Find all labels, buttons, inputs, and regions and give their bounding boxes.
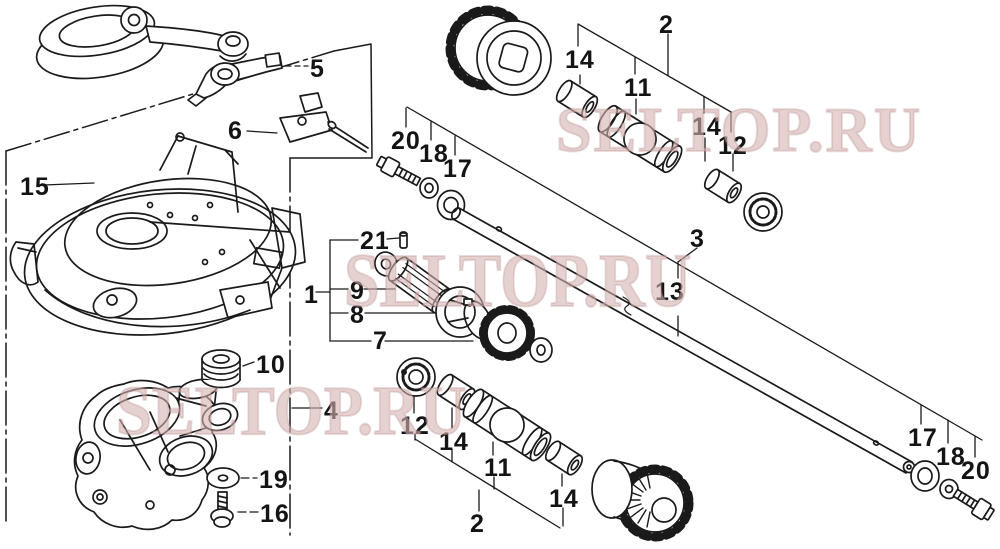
pulley-arm-art: [35, 4, 249, 80]
part-callout-2-15: 2: [659, 11, 674, 39]
gear-7-art: [479, 305, 553, 363]
bushing-14-bottom-right-art: [544, 440, 584, 476]
bushing-10-art: [201, 349, 241, 389]
part-callout-15-2: 15: [20, 173, 50, 201]
part-callout-14-25: 14: [549, 485, 579, 513]
bushing-14-top-right-art: [703, 168, 743, 204]
washer-21-group-art: [374, 231, 408, 277]
bell-crank-art: [187, 52, 283, 107]
part-callout-11-24: 11: [484, 454, 513, 482]
part-callout-12-22: 12: [400, 412, 430, 440]
part-callout-17-27: 17: [908, 424, 938, 452]
coupling-11-bottom-art: [462, 388, 552, 462]
bolt-20-bottom-art: [952, 488, 995, 521]
seal-17-bottom-art: [910, 460, 940, 492]
left-leaders: [43, 65, 323, 513]
part-callout-17-14: 17: [443, 155, 473, 183]
cap-12-top-art: [743, 192, 783, 232]
part-callout-8-6: 8: [350, 301, 365, 329]
part-callout-4-9: 4: [324, 397, 339, 425]
part-callout-12-19: 12: [718, 132, 748, 160]
part-callout-14-16: 14: [565, 46, 595, 74]
part-callout-21-4: 21: [360, 227, 390, 255]
part-callout-3-20: 3: [690, 225, 705, 253]
bracket-1-leaders: [315, 237, 474, 342]
part-callout-11-17: 11: [624, 74, 653, 102]
drive-shaft-art: [450, 207, 916, 474]
bolt-20-top-art: [375, 155, 422, 187]
watermark-text-2: SELTOP.RU: [115, 373, 467, 450]
part-callout-18-13: 18: [419, 140, 449, 168]
coupling-11-top-art: [597, 104, 683, 174]
part-callout-20-29: 20: [961, 457, 991, 485]
bushing-14-top-left-art: [555, 79, 599, 119]
part-callout-14-23: 14: [439, 428, 469, 456]
screw-16-art: [210, 491, 234, 528]
bracket-2-bottom: [413, 396, 564, 529]
washer-18-top-art: [419, 177, 439, 199]
cable-clamp-art: [279, 92, 369, 153]
part-callout-18-28: 18: [936, 443, 966, 471]
part-callout-14-18: 14: [692, 113, 722, 141]
part-callout-9-5: 9: [350, 277, 365, 305]
bottom-sprocket-art: [591, 459, 694, 542]
washer-19-art: [206, 467, 240, 489]
part-callout-19-10: 19: [259, 466, 289, 494]
gear-case-art: [73, 378, 239, 531]
part-callout-2-26: 2: [470, 510, 485, 538]
bracket-2-top: [577, 23, 734, 172]
part-callout-13-21: 13: [655, 278, 685, 306]
leader-lines-shaft-group: [405, 106, 983, 458]
top-sprocket-art: [445, 5, 552, 96]
leader-3-13: [677, 247, 698, 337]
cap-12-bottom-art: [396, 357, 436, 397]
part-callout-20-12: 20: [391, 127, 421, 155]
part-callout-7-7: 7: [373, 327, 388, 355]
ratchet-8-art: [435, 286, 493, 340]
part-callout-5-0: 5: [310, 55, 325, 83]
washer-18-bottom-art: [939, 478, 959, 500]
part-callout-10-8: 10: [256, 351, 286, 379]
mower-deck-art: [9, 132, 306, 336]
part-callout-6-1: 6: [228, 117, 243, 145]
part-callout-1-3: 1: [304, 281, 319, 309]
watermark-text-1: SELTOP.RU: [343, 239, 692, 323]
part-callout-16-11: 16: [260, 500, 290, 528]
watermark-text-0: SELTOP.RU: [555, 94, 923, 165]
